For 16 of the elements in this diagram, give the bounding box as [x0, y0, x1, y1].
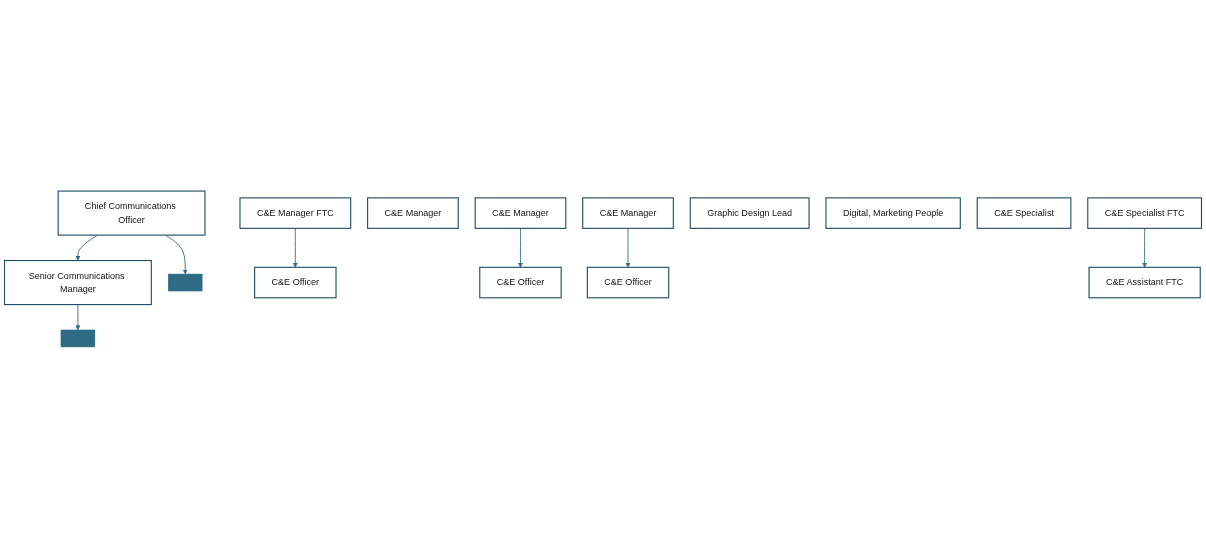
node-bar [60, 329, 96, 348]
node-box: C&E Specialist FTC [1087, 197, 1203, 229]
node-box: Senior Communications Manager [3, 259, 152, 306]
node-box: C&E Specialist [976, 197, 1072, 229]
node-box: C&E Officer [586, 266, 670, 299]
node-box: C&E Assistant FTC [1088, 266, 1201, 299]
node-box: C&E Manager [474, 197, 567, 229]
node-box: C&E Officer [479, 266, 562, 299]
node-bar [168, 273, 203, 292]
node-box: C&E Manager FTC [239, 197, 352, 229]
node-box: Graphic Design Lead [689, 197, 810, 229]
node-box: C&E Officer [254, 266, 337, 299]
node-box: C&E Manager [367, 197, 459, 229]
node-box: Chief Communications Officer [57, 190, 206, 236]
node-box: Digital, Marketing People [825, 197, 961, 229]
node-box: C&E Manager [582, 197, 674, 229]
